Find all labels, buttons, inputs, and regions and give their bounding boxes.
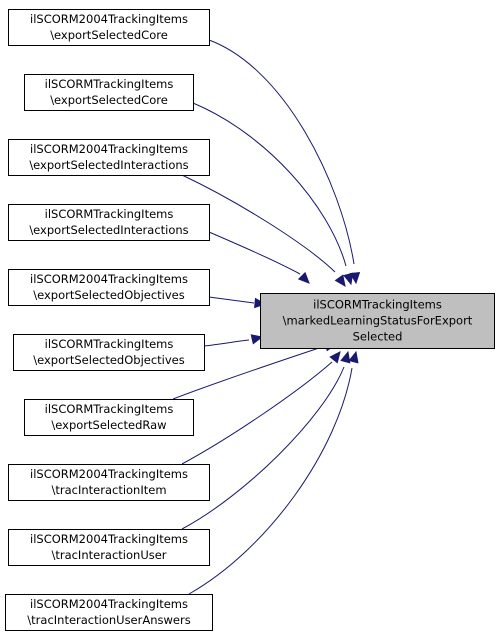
edge-5 [208,296,255,304]
caller-node-2-label-line-1: ilSCORMTrackingItems [45,77,174,91]
caller-node-5-box [8,269,210,306]
caller-node-3-label-line-2: \exportSelectedInteractions [29,158,188,172]
caller-node-8[interactable]: ilSCORM2004TrackingItems \tracInteraction… [8,464,210,501]
caller-node-10-label-line-1: ilSCORM2004TrackingItems [30,597,188,611]
caller-node-10[interactable]: ilSCORM2004TrackingItems \tracInteraction… [5,594,213,631]
caller-node-9-label-line-1: ilSCORM2004TrackingItems [30,532,188,546]
caller-node-10-box [5,594,213,631]
target-node-label-line-3: Selected [353,330,403,344]
caller-node-7-label-line-1: ilSCORMTrackingItems [45,402,174,416]
caller-node-5[interactable]: ilSCORM2004TrackingItems \exportSelectedO… [8,269,210,306]
caller-node-1-label-line-2: \exportSelectedCore [50,28,168,42]
arrowhead-10 [348,350,359,364]
caller-node-8-label-line-2: \tracInteractionItem [51,483,166,497]
caller-node-2-label-line-2: \exportSelectedCore [50,93,168,107]
caller-node-9-box [8,529,210,566]
arrowhead-4 [297,271,310,284]
caller-node-6-label-line-2: \exportSelectedObjectives [33,353,185,367]
nodes: ilSCORM2004TrackingItems \exportSelectedC… [5,9,495,631]
caller-node-1-box [8,9,210,46]
edge-7 [172,346,323,400]
arrowhead-2 [343,272,354,286]
edge-2 [192,102,347,267]
edges [172,39,361,595]
arrowhead-9 [340,350,351,364]
caller-node-7-label-line-2: \exportSelectedRaw [51,418,166,432]
caller-node-1[interactable]: ilSCORM2004TrackingItems \exportSelectedC… [8,9,210,46]
caller-node-4-box [8,204,210,241]
edge-1 [208,39,355,265]
edge-10 [188,367,353,595]
arrowhead-3 [334,274,346,287]
caller-node-4-label-line-2: \exportSelectedInteractions [29,223,188,237]
caller-node-1-label-line-1: ilSCORM2004TrackingItems [30,12,188,26]
caller-node-3-box [8,139,210,176]
caller-node-8-box [8,464,210,501]
target-node[interactable]: ilSCORMTrackingItems \markedLearningStatu… [260,293,495,349]
target-node-label-line-2: \markedLearningStatusForExport [283,314,473,328]
caller-node-4[interactable]: ilSCORMTrackingItems \exportSelectedInter… [8,204,210,241]
caller-node-5-label-line-1: ilSCORM2004TrackingItems [30,272,188,286]
caller-node-6[interactable]: ilSCORMTrackingItems \exportSelectedObjec… [13,334,205,371]
caller-node-6-label-line-1: ilSCORMTrackingItems [45,337,174,351]
edge-9 [181,366,345,530]
caller-node-7-box [24,399,194,436]
caller-node-7[interactable]: ilSCORMTrackingItems \exportSelectedRaw [24,399,194,436]
caller-node-6-box [13,334,205,371]
caller-node-5-label-line-2: \exportSelectedObjectives [33,288,185,302]
target-node-label-line-1: ilSCORMTrackingItems [313,298,442,312]
caller-node-3-label-line-1: ilSCORM2004TrackingItems [30,142,188,156]
caller-node-9[interactable]: ilSCORM2004TrackingItems \tracInteraction… [8,529,210,566]
edge-4 [208,231,301,275]
caller-node-3[interactable]: ilSCORM2004TrackingItems \exportSelectedI… [8,139,210,176]
caller-node-8-label-line-1: ilSCORM2004TrackingItems [30,467,188,481]
caller-node-4-label-line-1: ilSCORMTrackingItems [45,207,174,221]
edge-6 [203,339,250,347]
edge-8 [181,361,333,465]
caller-node-2[interactable]: ilSCORMTrackingItems \exportSelectedCore [24,74,194,111]
caller-node-10-label-line-2: \tracInteractionUserAnswers [27,613,190,627]
caller-node-2-box [24,74,194,111]
caller-node-9-label-line-2: \tracInteractionUser [51,548,166,562]
edge-3 [181,174,336,273]
arrowhead-8 [329,351,341,364]
arrowhead-6 [250,334,264,345]
target-node-box [260,293,495,349]
